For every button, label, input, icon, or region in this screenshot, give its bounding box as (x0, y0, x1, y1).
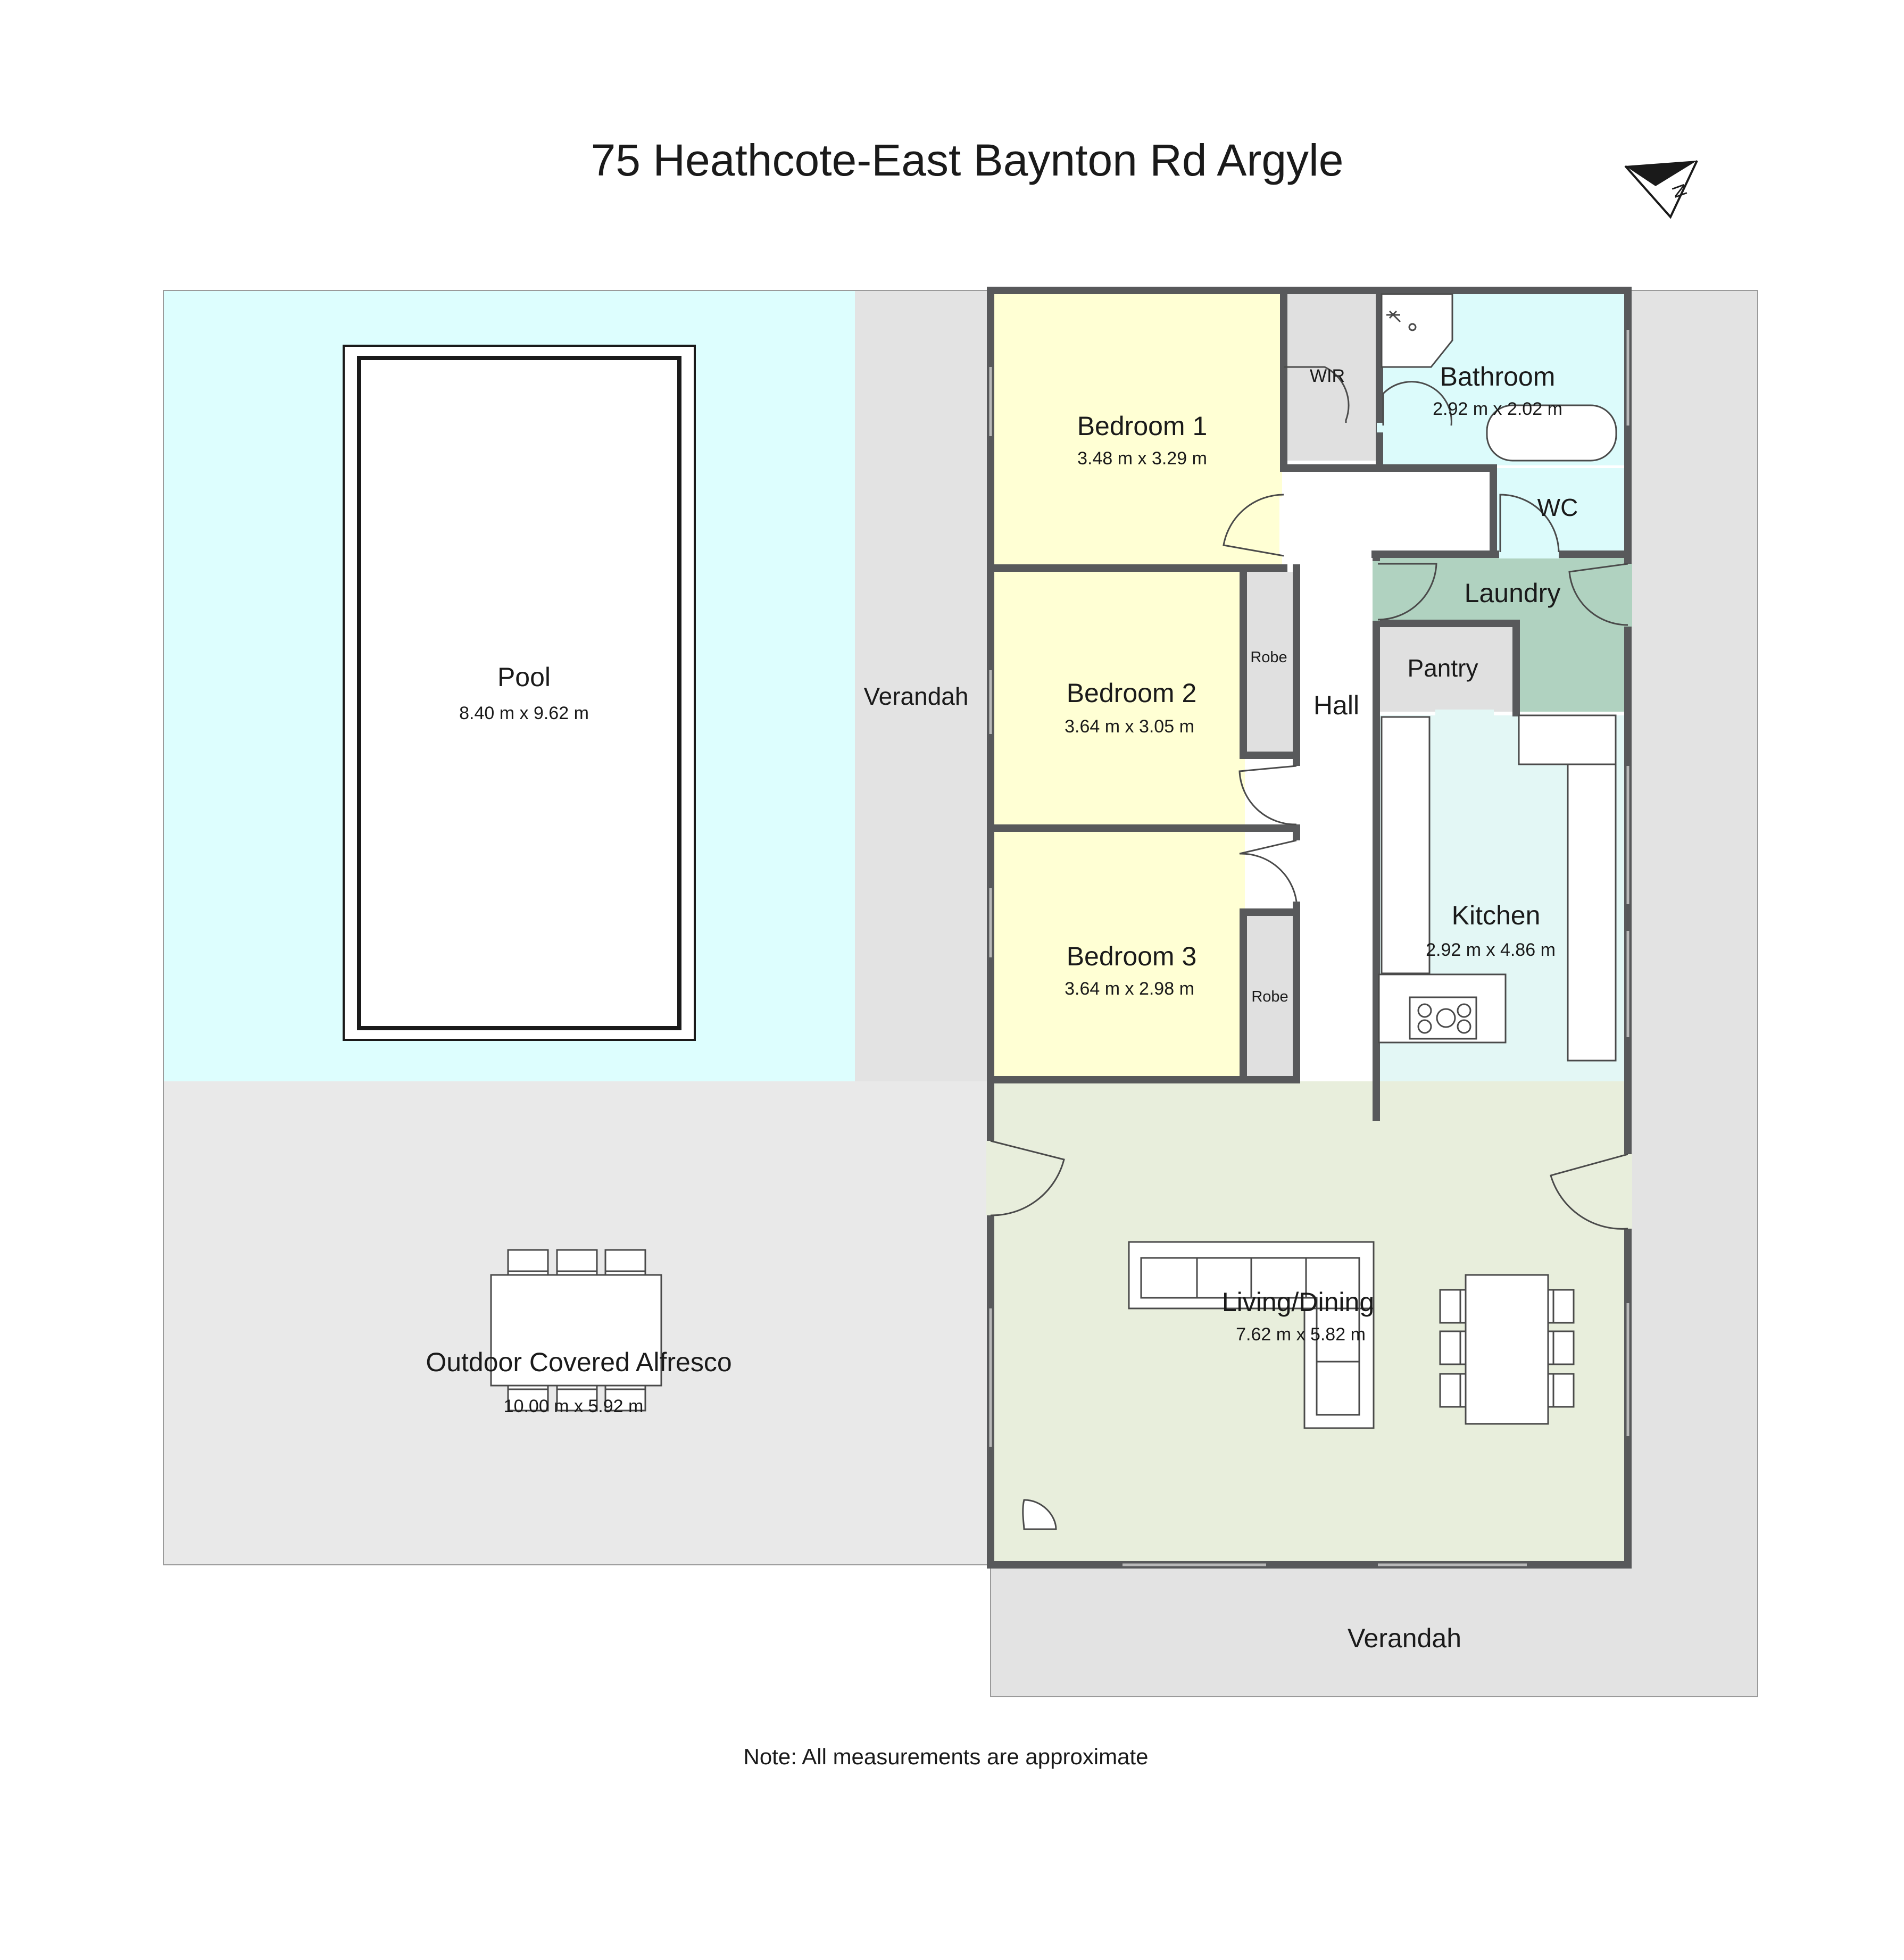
door-opening (1373, 561, 1380, 621)
hall-floor (1286, 468, 1493, 552)
plan-title: 75 Heathcote-East Baynton Rd Argyle (591, 135, 1344, 185)
bathroom-label: Bathroom (1440, 362, 1556, 391)
door-opening (1499, 548, 1559, 558)
bedroom3-dims: 3.64 m x 2.98 m (1065, 979, 1194, 999)
robe3-floor (1245, 915, 1295, 1080)
measurement-note: Note: All measurements are approximate (743, 1744, 1148, 1769)
pantry-label: Pantry (1408, 654, 1478, 682)
dining-table (1439, 1274, 1575, 1425)
bedroom3-floor (991, 831, 1245, 1080)
bedroom2-dims: 3.64 m x 3.05 m (1065, 716, 1194, 737)
bedroom3-label: Bedroom 3 (1067, 941, 1197, 971)
door-opening (1435, 710, 1494, 717)
bedroom1-label: Bedroom 1 (1077, 411, 1208, 441)
outdoor-table (490, 1249, 662, 1412)
pool-dims: 8.40 m x 9.62 m (459, 703, 589, 723)
bathtub (1486, 404, 1617, 462)
bedroom1-dims: 3.48 m x 3.29 m (1077, 448, 1207, 469)
door-opening (986, 1141, 995, 1215)
shower-drain-icon (1408, 323, 1417, 331)
door-opening (1293, 766, 1301, 824)
laundry-floor-lower (1518, 621, 1628, 712)
robe2-floor (1245, 572, 1295, 755)
side-verandah-area (855, 290, 990, 1081)
kitchen-bench-top (1518, 714, 1617, 765)
robe2-label: Robe (1250, 649, 1287, 666)
kitchen-bench-right (1567, 763, 1617, 1062)
kitchen-dims: 2.92 m x 4.86 m (1426, 940, 1556, 960)
bathroom-dims: 2.92 m x 2.02 m (1433, 399, 1562, 419)
living-label: Living/Dining (1222, 1287, 1374, 1317)
shower (1381, 293, 1453, 368)
hall-corridor-floor (1299, 556, 1376, 1081)
east-verandah-area (1629, 290, 1758, 1565)
door-opening (1293, 840, 1301, 902)
fireplace-icon (1022, 1499, 1057, 1530)
north-arrow-icon: N (1624, 160, 1698, 219)
laundry-label: Laundry (1465, 578, 1561, 608)
bedroom2-label: Bedroom 2 (1067, 678, 1197, 708)
doors (990, 366, 1628, 1230)
verandah-side-label: Verandah (864, 682, 969, 710)
front-verandah-area (991, 1565, 1758, 1697)
pantry-floor (1379, 625, 1515, 712)
wc-floor (1493, 468, 1628, 552)
wc-label: WC (1537, 494, 1578, 521)
kitchen-label: Kitchen (1452, 900, 1541, 930)
compass-north-label: N (1668, 181, 1692, 201)
living-floor-upper (994, 1081, 1628, 1117)
sofa (1128, 1241, 1375, 1429)
hall-label: Hall (1313, 690, 1359, 720)
door-opening (1624, 564, 1632, 627)
alfresco-dims: 10.00 m x 5.92 m (504, 1396, 644, 1416)
pool-label: Pool (497, 662, 551, 692)
door-opening (1624, 1154, 1632, 1229)
bedroom2-floor (991, 572, 1245, 826)
door-opening (1377, 423, 1451, 432)
verandah-front-label: Verandah (1348, 1623, 1461, 1653)
alfresco-label: Outdoor Covered Alfresco (426, 1347, 731, 1377)
kitchen-bench-left (1381, 716, 1431, 974)
outdoor-boundary (163, 290, 1758, 1697)
living-dims: 7.62 m x 5.82 m (1236, 1324, 1366, 1345)
door-opening (1279, 497, 1289, 556)
wir-label: WIR (1310, 366, 1345, 386)
wir-floor (1286, 293, 1378, 461)
laundry-floor (1379, 556, 1628, 621)
robe3-label: Robe (1251, 988, 1288, 1005)
cooktop-icon (1409, 996, 1477, 1040)
shower-head-icon (1386, 310, 1401, 323)
pool-inner-edge (357, 356, 681, 1030)
